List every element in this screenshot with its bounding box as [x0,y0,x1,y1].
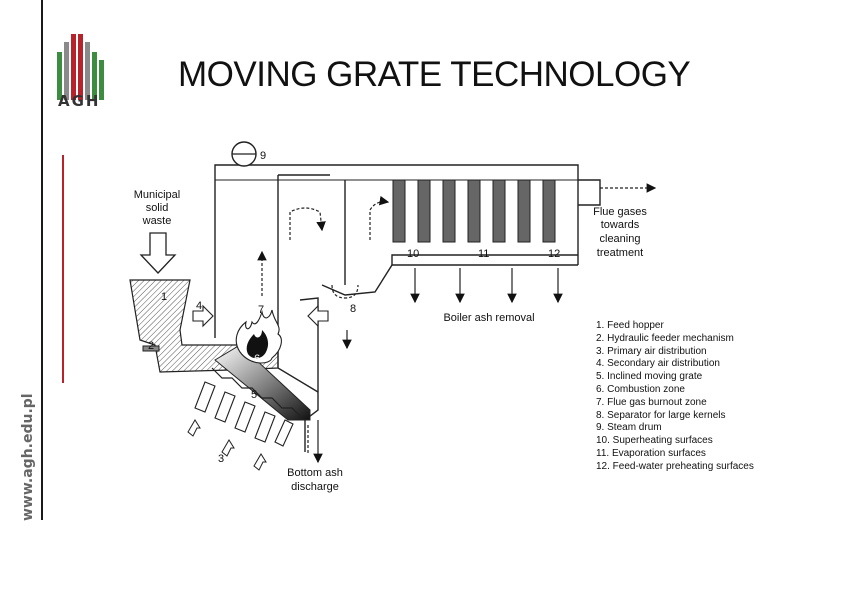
number-3: 3 [218,453,224,465]
legend-item: 5. Inclined moving grate [596,371,703,383]
primary-air-arrows [187,419,267,471]
secondary-air-arrow-left [192,304,214,328]
number-4: 4 [196,300,202,312]
agh-logo-icon [57,34,104,100]
number-10: 10 [407,248,419,260]
waste-inlet-arrow [139,232,177,274]
flue-label-4: treatment [597,247,643,259]
legend-item: 7. Flue gas burnout zone [596,396,707,408]
legend-item: 3. Primary air distribution [596,345,707,357]
legend-item: 12. Feed-water preheating surfaces [596,460,754,472]
flue-label-2: towards [601,219,640,231]
number-11: 11 [478,248,489,260]
legend-item: 4. Secondary air distribution [596,358,720,370]
legend-item: 10. Superheating surfaces [596,435,713,447]
legend-item: 1. Feed hopper [596,320,664,331]
hydraulic-feeder-icon [142,345,160,352]
diagram-legend: 1. Feed hopper 2. Hydraulic feeder mecha… [596,320,754,474]
legend-item: 6. Combustion zone [596,383,685,395]
bottom-ash-label-2: discharge [291,481,339,493]
legend-item: 9. Steam drum [596,422,662,434]
number-6: 6 [254,353,260,365]
boiler-ash-label: Boiler ash removal [443,312,534,324]
flue-label-1: Flue gases [593,206,647,218]
number-1: 1 [161,291,167,303]
secondary-air-arrow-right [307,304,329,328]
legend-item: 11. Evaporation surfaces [596,447,706,459]
legend-item: 2. Hydraulic feeder mechanism [596,332,734,344]
heat-exchanger-tubes [392,179,556,243]
bottom-ash-label-1: Bottom ash [287,467,343,479]
number-5: 5 [251,389,257,401]
number-12: 12 [548,248,560,260]
red-accent-rule [62,155,64,383]
page-title: MOVING GRATE TECHNOLOGY [178,55,691,94]
number-7: 7 [258,304,264,316]
flue-label-3: cleaning [600,233,641,245]
waste-label-3: waste [142,215,172,227]
furnace-outer-wall [214,164,579,338]
number-2: 2 [148,340,154,352]
logo-text: AGH [58,92,101,110]
number-9: 9 [260,150,266,162]
number-8: 8 [350,303,356,315]
legend-item: 8. Separator for large kernels [596,409,726,421]
waste-label-1: Municipal [134,189,180,201]
left-rule [41,0,43,520]
waste-label-2: solid [146,202,169,214]
inclined-grate-icon [214,344,311,421]
